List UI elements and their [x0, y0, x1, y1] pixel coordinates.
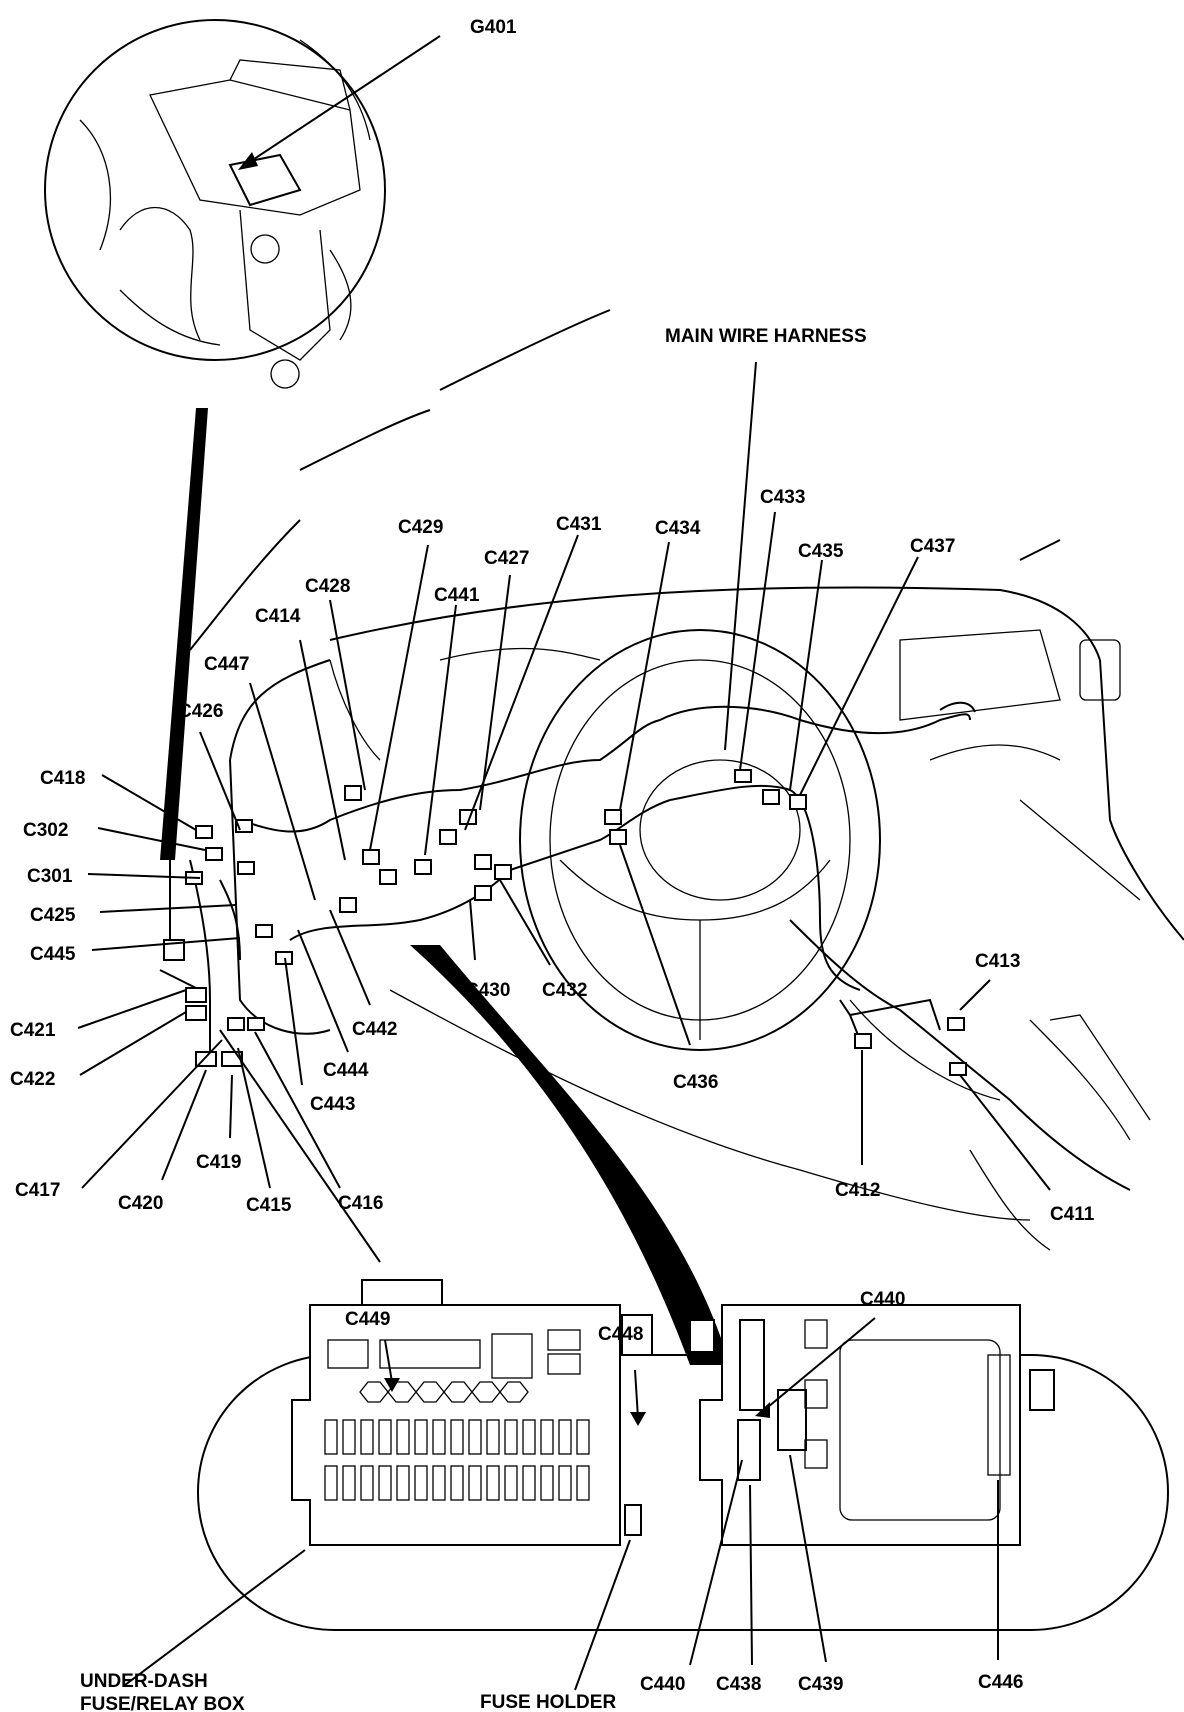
fuse-slot: [576, 1465, 590, 1501]
label-c446: C446: [978, 1672, 1023, 1693]
label-c426: C426: [178, 701, 223, 722]
fuse-slot: [432, 1419, 446, 1455]
label-under-dash-line1: UNDER-DASH: [80, 1671, 208, 1692]
label-c438: C438: [716, 1674, 761, 1695]
label-c441: C441: [434, 585, 480, 606]
label-under-dash-line2: FUSE/RELAY BOX: [80, 1694, 245, 1712]
g401-detail-inset: [44, 19, 441, 860]
fuse-slot: [342, 1465, 356, 1501]
label-c443: C443: [310, 1094, 355, 1115]
label-c439: C439: [798, 1674, 843, 1695]
fuse-slot: [486, 1465, 500, 1501]
label-c445: C445: [30, 944, 76, 965]
label-c433: C433: [760, 487, 805, 508]
fuse-slot: [540, 1465, 554, 1501]
label-c430: C430: [465, 980, 510, 1001]
label-c416: C416: [338, 1193, 383, 1214]
label-c421: C421: [10, 1020, 56, 1041]
fuse-slot: [522, 1465, 536, 1501]
fuse-slot: [522, 1419, 536, 1455]
label-c440-bottom: C440: [640, 1674, 685, 1695]
label-c432: C432: [542, 980, 587, 1001]
label-c427: C427: [484, 548, 529, 569]
label-c412: C412: [835, 1180, 880, 1201]
fuse-slot: [360, 1465, 374, 1501]
fuse-slot: [342, 1419, 356, 1455]
fuse-slot: [468, 1419, 482, 1455]
fuse-slot: [432, 1465, 446, 1501]
label-c428: C428: [305, 576, 350, 597]
label-c440-top: C440: [860, 1289, 905, 1310]
label-c434: C434: [655, 518, 701, 539]
relay-box: [689, 1304, 1055, 1546]
label-c414: C414: [255, 606, 301, 627]
fuse-slot: [576, 1419, 590, 1455]
dashboard-sketch: [189, 309, 1184, 1251]
label-c422: C422: [10, 1069, 55, 1090]
fuse-slot: [360, 1419, 374, 1455]
fuse-slot: [378, 1465, 392, 1501]
fuse-slot: [540, 1419, 554, 1455]
labels: G401 MAIN WIRE HARNESS C429 C431 C434 C4…: [10, 17, 1095, 1712]
fuse-box-inset: [124, 1279, 1169, 1691]
label-c429: C429: [398, 517, 443, 538]
relay-socket: [499, 1381, 529, 1403]
label-c425: C425: [30, 905, 76, 926]
label-c447: C447: [204, 654, 249, 675]
fuse-slot: [414, 1419, 428, 1455]
label-c417: C417: [15, 1180, 60, 1201]
leader-lines: [77, 361, 1051, 1365]
label-c444: C444: [323, 1060, 369, 1081]
fuse-slot: [450, 1465, 464, 1501]
fuse-slot: [396, 1419, 410, 1455]
fuse-slot: [504, 1419, 518, 1455]
label-c435: C435: [798, 541, 844, 562]
fuse-slot: [504, 1465, 518, 1501]
label-c437: C437: [910, 536, 955, 557]
fuse-slot: [468, 1465, 482, 1501]
fuse-slot: [486, 1419, 500, 1455]
fuse-slot: [558, 1465, 572, 1501]
label-c418: C418: [40, 768, 85, 789]
label-c449: C449: [345, 1309, 390, 1330]
fuse-slot: [324, 1419, 338, 1455]
fuse-slot: [378, 1419, 392, 1455]
label-c448: C448: [598, 1324, 643, 1345]
label-c302: C302: [23, 820, 68, 841]
fuse-slot: [450, 1419, 464, 1455]
label-c415: C415: [246, 1195, 292, 1216]
main-wire-harness: [159, 701, 976, 1076]
label-fuse-holder: FUSE HOLDER: [480, 1692, 616, 1712]
label-g401: G401: [470, 17, 517, 38]
label-c413: C413: [975, 951, 1020, 972]
label-c442: C442: [352, 1019, 397, 1040]
fuse-slot: [396, 1465, 410, 1501]
label-main-wire-harness: MAIN WIRE HARNESS: [665, 326, 867, 347]
fuse-slot: [558, 1419, 572, 1455]
fuse-slot: [324, 1465, 338, 1501]
label-c419: C419: [196, 1152, 241, 1173]
label-c301: C301: [27, 866, 73, 887]
fuse-slot: [414, 1465, 428, 1501]
label-c436: C436: [673, 1072, 718, 1093]
label-c420: C420: [118, 1193, 163, 1214]
label-c431: C431: [556, 514, 602, 535]
label-c411: C411: [1050, 1204, 1095, 1225]
